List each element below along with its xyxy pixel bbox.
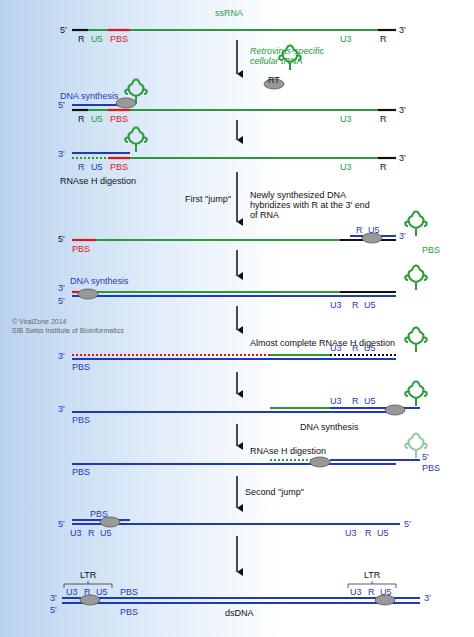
text-label: PBS	[72, 415, 90, 425]
text-label: PBS	[90, 509, 108, 519]
text-label: LTR	[80, 570, 96, 580]
text-label: PBS	[110, 162, 128, 172]
text-label: R	[380, 114, 387, 124]
text-label: 5'	[58, 100, 65, 110]
text-label: ssRNA	[215, 8, 243, 18]
text-label: PBS	[120, 607, 138, 617]
text-label: PBS	[422, 245, 440, 255]
text-label: R	[365, 528, 372, 538]
text-label: U3	[340, 114, 352, 124]
text-label: Retrovirus-specific cellular tRNA	[250, 46, 345, 66]
text-label: U3	[66, 587, 78, 597]
text-label: 3'	[399, 231, 406, 241]
text-label: 3'	[58, 404, 65, 414]
text-label: 3'	[50, 593, 57, 603]
text-label: R	[380, 34, 387, 44]
text-label: PBS	[120, 587, 138, 597]
text-label: LTR	[364, 570, 380, 580]
text-label: 5'	[404, 519, 411, 529]
text-label: R	[88, 528, 95, 538]
text-label: U5	[364, 300, 376, 310]
text-label: PBS	[422, 463, 440, 473]
text-label: U5	[91, 114, 103, 124]
text-label: U3	[330, 300, 342, 310]
text-label: 3'	[399, 25, 406, 35]
text-label: 5'	[60, 25, 67, 35]
text-label: RNAse H digestion	[250, 446, 326, 456]
text-label: PBS	[110, 114, 128, 124]
text-label: U5	[91, 34, 103, 44]
text-label: 5'	[58, 519, 65, 529]
text-label: U5	[364, 396, 376, 406]
text-label: First "jump"	[185, 194, 231, 204]
text-label: U3	[350, 587, 362, 597]
text-label: U5	[91, 162, 103, 172]
text-label: R	[352, 343, 359, 353]
text-label: R	[78, 114, 85, 124]
text-label: U5	[368, 225, 380, 235]
text-label: DNA synthesis	[70, 276, 129, 286]
text-label: R	[352, 396, 359, 406]
text-label: PBS	[72, 244, 90, 254]
text-label: 5'	[50, 605, 57, 615]
text-label: U5	[96, 587, 108, 597]
text-label: R	[368, 587, 375, 597]
text-label: U5	[364, 343, 376, 353]
text-label: 3'	[58, 351, 65, 361]
text-label: U3	[340, 34, 352, 44]
text-label: RT	[268, 75, 280, 85]
text-label: U3	[330, 343, 342, 353]
text-label: R	[78, 34, 85, 44]
text-label: 5'	[422, 452, 429, 462]
text-label: U5	[377, 528, 389, 538]
text-label: U3	[340, 162, 352, 172]
text-label: dsDNA	[225, 608, 254, 618]
text-label: R	[352, 300, 359, 310]
text-label: R	[356, 225, 363, 235]
text-label: DNA synthesis	[60, 91, 119, 101]
text-label: U3	[330, 396, 342, 406]
text-label: PBS	[72, 362, 90, 372]
text-label: R	[380, 162, 387, 172]
text-label: Newly synthesized DNA hybridizes with R …	[250, 190, 370, 220]
text-label: PBS	[72, 467, 90, 477]
text-label: 3'	[399, 153, 406, 163]
copyright-note: © ViralZone 2014	[12, 318, 66, 326]
text-label: U5	[100, 528, 112, 538]
text-label: 5'	[58, 296, 65, 306]
text-label: 3'	[399, 105, 406, 115]
text-label: PBS	[110, 34, 128, 44]
copyright-note: SIB Swiss Institute of Bioinformatics	[12, 327, 124, 335]
text-label: RNAse H digestion	[60, 176, 136, 186]
text-label: DNA synthesis	[300, 422, 359, 432]
text-label: R	[84, 587, 91, 597]
text-label: R	[78, 162, 85, 172]
text-label: U5	[380, 587, 392, 597]
text-label: 3'	[58, 149, 65, 159]
text-label: 3'	[58, 283, 65, 293]
text-label: 3'	[424, 593, 431, 603]
text-label: U3	[70, 528, 82, 538]
text-label: Second "jump"	[245, 487, 304, 497]
text-label: 5'	[58, 234, 65, 244]
text-label: U3	[345, 528, 357, 538]
